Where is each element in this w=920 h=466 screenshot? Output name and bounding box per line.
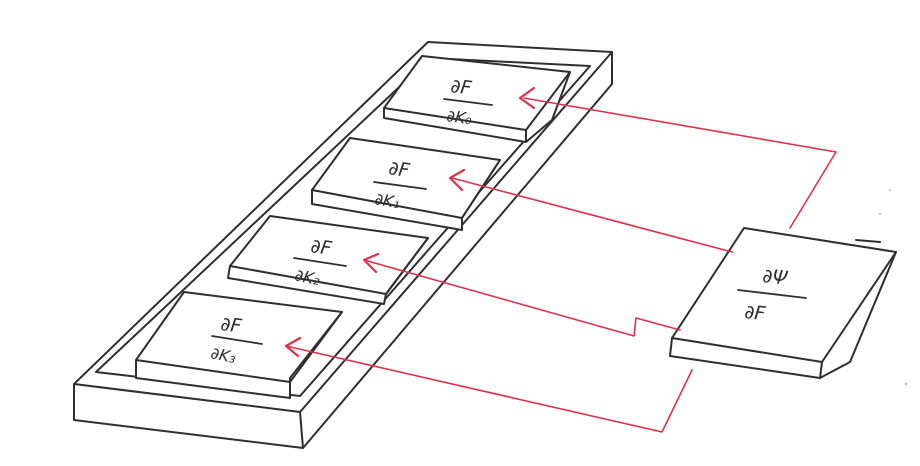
- paper-specks: [879, 189, 908, 386]
- arrow-to-tile-2: [362, 252, 681, 337]
- arrow-to-tile-3: [284, 336, 693, 433]
- tile-1-denominator: ∂K₁: [373, 189, 401, 212]
- tile-3-numerator: ∂F: [219, 313, 243, 337]
- source-block-dPsi-dF: ∂Ψ ∂F: [669, 227, 897, 379]
- tile-0-denominator: ∂K₀: [445, 106, 473, 128]
- tile-dF-dK0: ∂F ∂K₀: [383, 55, 571, 143]
- tile-dF-dK3: ∂F ∂K₃: [135, 291, 343, 399]
- tile-1-numerator: ∂F: [387, 157, 412, 182]
- tile-0-numerator: ∂F: [449, 75, 473, 99]
- tile-2-denominator: ∂K₂: [293, 265, 322, 289]
- tile-3-denominator: ∂K₃: [209, 343, 238, 367]
- source-denominator: ∂F: [743, 301, 767, 325]
- arrow-to-tile-1: [448, 168, 733, 253]
- tile-dF-dK2: ∂F ∂K₂: [227, 215, 429, 305]
- arrow-to-tile-0: [518, 86, 837, 229]
- source-numerator: ∂Ψ: [761, 265, 789, 290]
- tray: [73, 41, 613, 449]
- tile-dF-dK1: ∂F ∂K₁: [311, 137, 501, 231]
- tile-2-numerator: ∂F: [309, 235, 334, 260]
